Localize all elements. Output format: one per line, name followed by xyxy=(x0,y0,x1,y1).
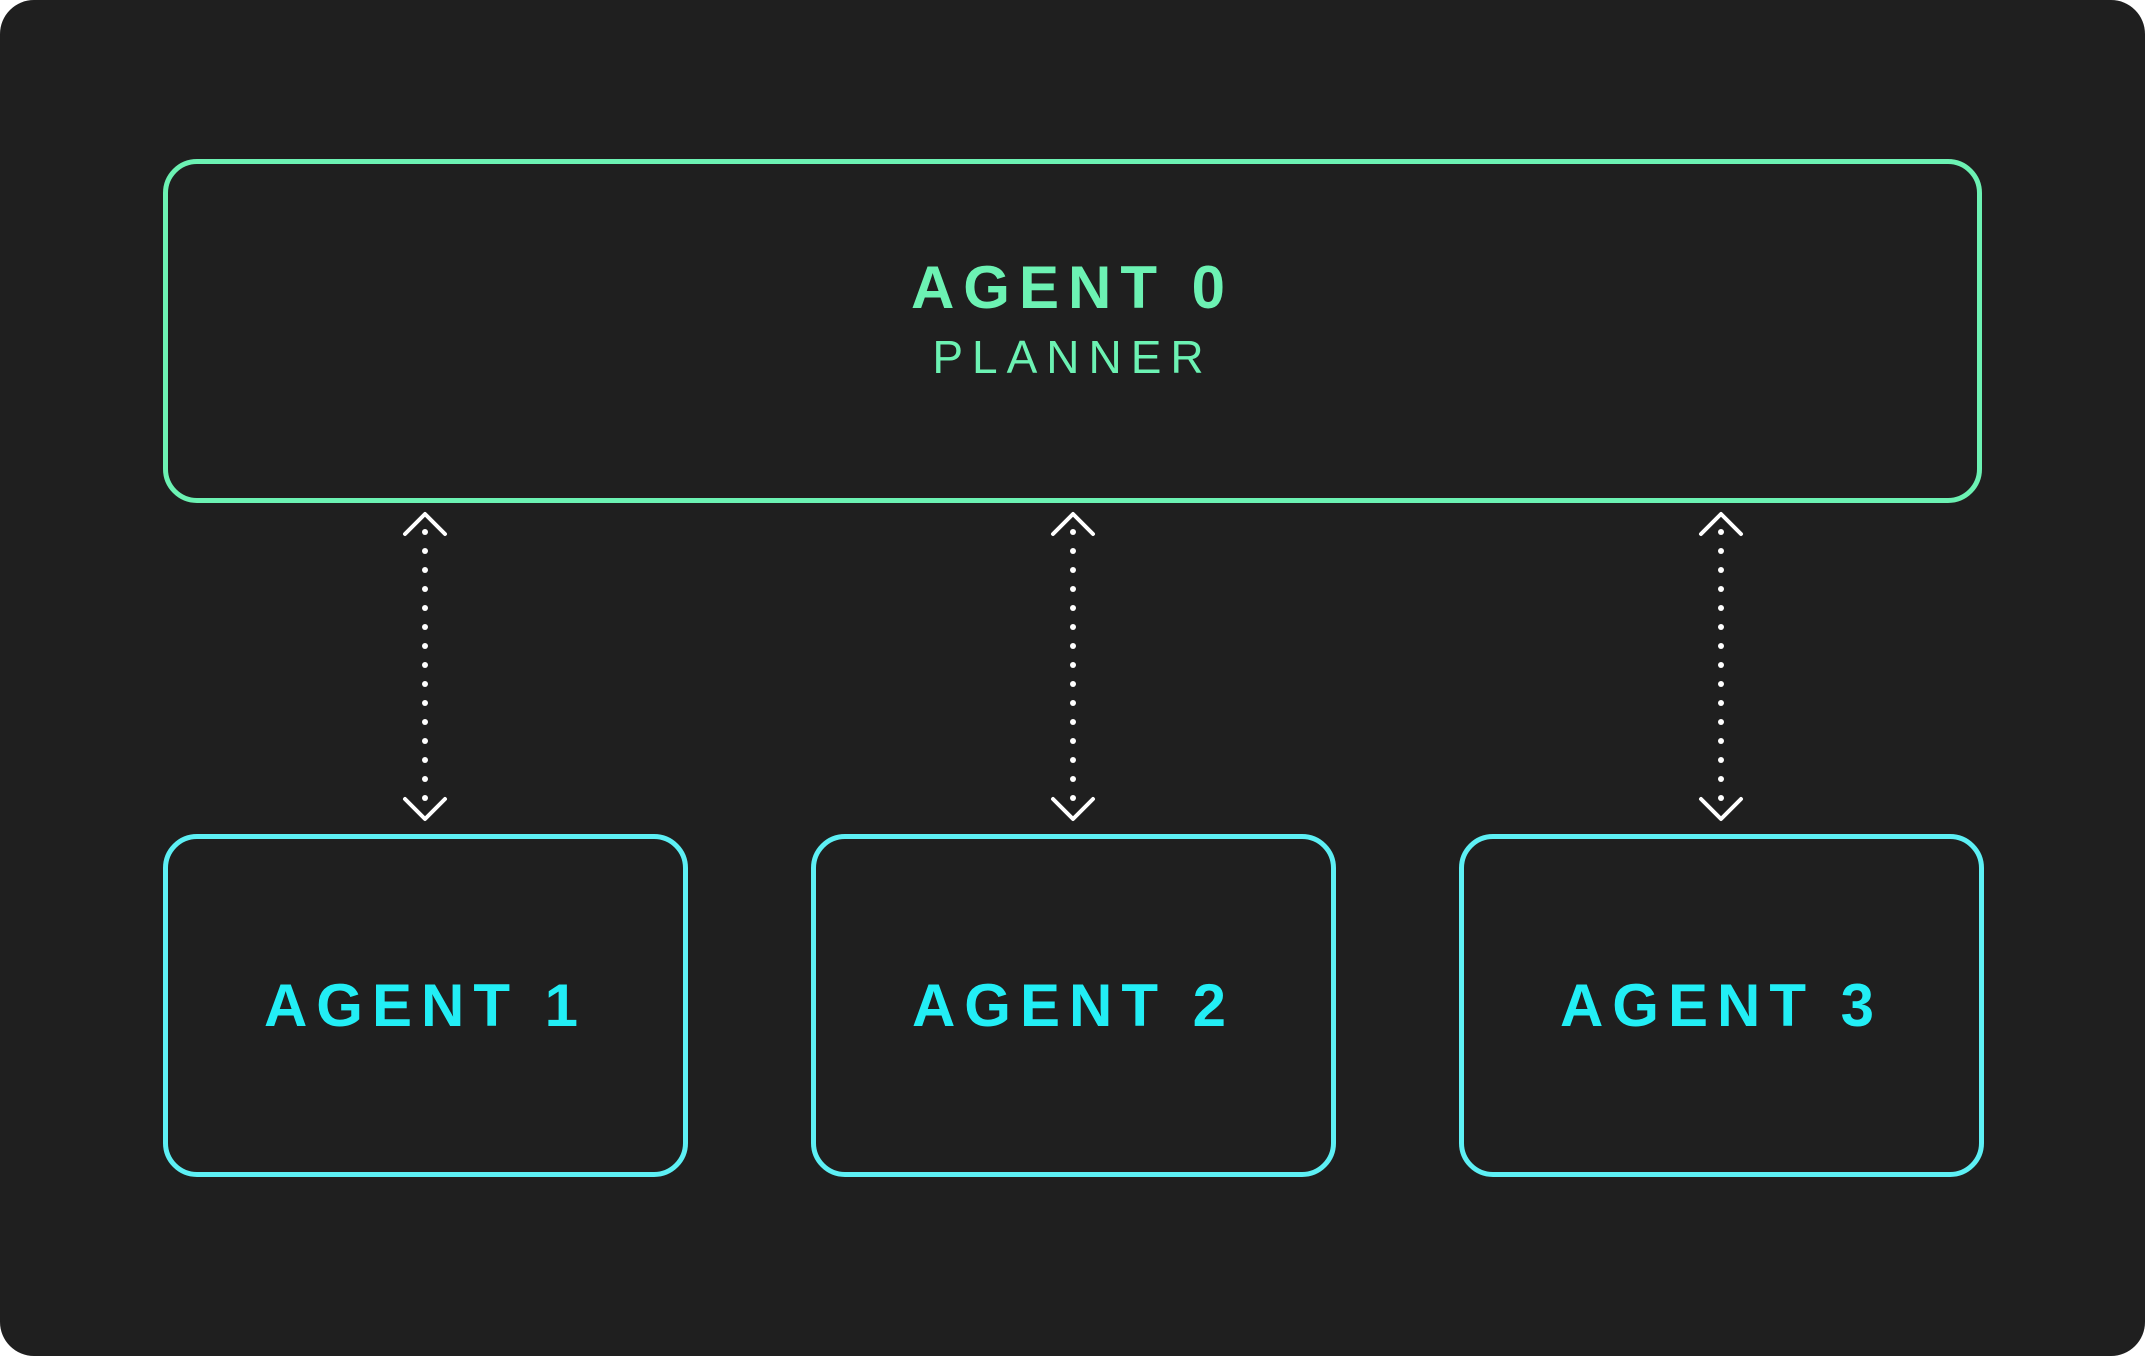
agent-2-box: AGENT 2 xyxy=(811,834,1336,1177)
connector-dot xyxy=(422,776,428,782)
connector-dot xyxy=(422,624,428,630)
connector-dot xyxy=(1070,681,1076,687)
connector-dot xyxy=(1718,643,1724,649)
connector-dot xyxy=(422,738,428,744)
connector-dot xyxy=(1718,567,1724,573)
arrowhead-down-icon xyxy=(1699,797,1743,821)
connector-dot xyxy=(422,548,428,554)
connector-dot xyxy=(1070,643,1076,649)
agent-0-role: PLANNER xyxy=(932,331,1213,383)
connector-dot xyxy=(1718,738,1724,744)
connector-dot xyxy=(1070,776,1076,782)
arrowhead-up-icon xyxy=(1699,512,1743,536)
connector-dot xyxy=(1070,795,1076,801)
connector-dot xyxy=(422,586,428,592)
connector-dot xyxy=(1718,776,1724,782)
connector-agent-0-to-agent-2 xyxy=(1051,512,1095,821)
agent-1-title: AGENT 1 xyxy=(263,971,588,1039)
agent-0-title: AGENT 0 xyxy=(910,254,1235,321)
connector-dot xyxy=(1718,662,1724,668)
connector-dot xyxy=(422,681,428,687)
connector-dot xyxy=(1070,567,1076,573)
connector-dot xyxy=(1070,662,1076,668)
arrowhead-up-icon xyxy=(403,512,447,536)
connector-dot xyxy=(1070,548,1076,554)
connector-dot xyxy=(1070,624,1076,630)
connector-dot xyxy=(1070,529,1076,535)
connector-dot xyxy=(1070,586,1076,592)
agent-3-box: AGENT 3 xyxy=(1459,834,1984,1177)
connector-agent-0-to-agent-1 xyxy=(403,512,447,821)
connector-agent-0-to-agent-3 xyxy=(1699,512,1743,821)
connector-dot xyxy=(1718,605,1724,611)
arrowhead-down-icon xyxy=(1051,797,1095,821)
connector-dot xyxy=(1718,624,1724,630)
arrowhead-down-icon xyxy=(403,797,447,821)
connector-dot xyxy=(1070,757,1076,763)
connector-dot xyxy=(1718,757,1724,763)
connector-dot xyxy=(422,795,428,801)
connector-dot xyxy=(422,662,428,668)
connector-dot xyxy=(1070,605,1076,611)
connector-dot xyxy=(422,605,428,611)
connector-dot xyxy=(1718,681,1724,687)
agent-3-title: AGENT 3 xyxy=(1559,971,1884,1039)
connector-dot xyxy=(1070,738,1076,744)
connector-dot xyxy=(1718,700,1724,706)
connector-dot xyxy=(422,567,428,573)
connector-dot xyxy=(1718,795,1724,801)
agent-1-box: AGENT 1 xyxy=(163,834,688,1177)
agent-2-title: AGENT 2 xyxy=(911,971,1236,1039)
connector-dot xyxy=(422,719,428,725)
agent-0-planner-box: AGENT 0 PLANNER xyxy=(163,159,1982,503)
connector-dot xyxy=(1718,586,1724,592)
connector-dot xyxy=(422,757,428,763)
connector-dot xyxy=(1070,719,1076,725)
connector-dot xyxy=(422,643,428,649)
connector-dot xyxy=(1718,719,1724,725)
connector-dot xyxy=(422,700,428,706)
connector-dot xyxy=(1718,548,1724,554)
connector-dot xyxy=(1070,700,1076,706)
connector-dot xyxy=(422,529,428,535)
arrowhead-up-icon xyxy=(1051,512,1095,536)
connector-dot xyxy=(1718,529,1724,535)
